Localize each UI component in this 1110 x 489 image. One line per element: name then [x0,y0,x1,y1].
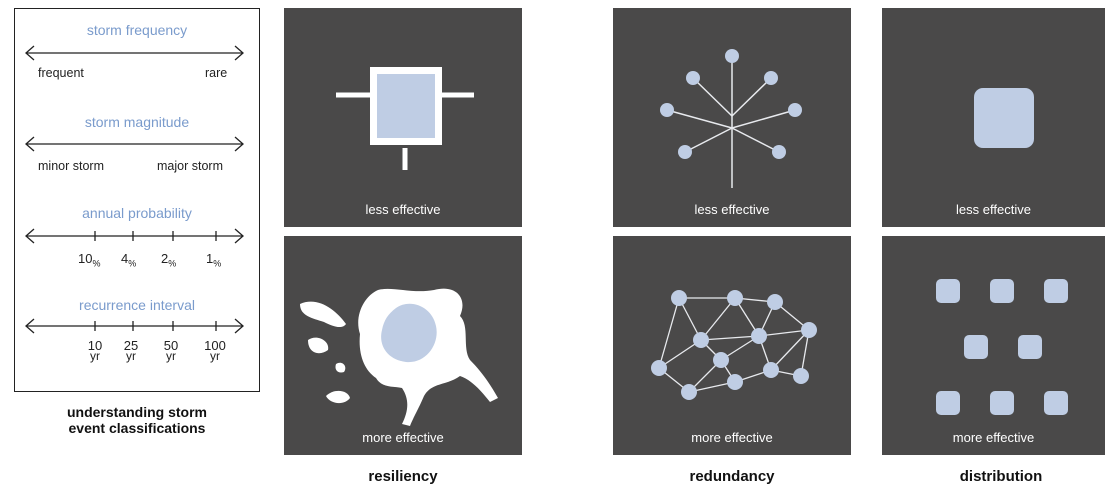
storm-frequency-title: storm frequency [86,22,188,38]
resiliency-less-label: less effective [365,202,441,217]
redundancy-less-shape [660,49,802,188]
prob-tick-1: 1% [206,251,222,269]
recurrence-interval-title: recurrence interval [79,297,195,313]
resiliency-more-panel: more effective [284,236,522,455]
redundancy-more-label: more effective [691,430,773,445]
frequent-label: frequent [38,66,84,80]
prob-tick-4: 4% [121,251,137,269]
redundancy-more-shape [651,290,817,400]
prob-tick-10: 10% [78,251,101,269]
resiliency-less-shape [336,67,474,170]
legend-box [14,8,260,392]
distribution-more-label: more effective [952,430,1035,445]
distribution-more-shape [936,279,1068,415]
resiliency-less-panel: less effective [284,8,522,227]
legend-caption: understanding storm event classification… [66,404,207,436]
resiliency-more-label: more effective [362,430,444,445]
prob-tick-2: 2% [161,251,177,269]
resiliency-title: resiliency [368,468,438,485]
distribution-less-shape [974,88,1034,148]
distribution-less-label: less effective [956,202,1031,217]
annual-probability-title: annual probability [82,205,192,221]
redundancy-title: redundancy [689,468,775,485]
minor-storm-label: minor storm [38,159,104,173]
distribution-title: distribution [959,468,1043,485]
redundancy-less-label: less effective [694,202,770,217]
redundancy-more-panel: more effective [613,236,851,455]
rare-label: rare [205,66,228,80]
major-storm-label: major storm [157,159,223,173]
redundancy-less-panel: less effective [613,8,851,227]
storm-magnitude-title: storm magnitude [84,114,190,130]
resiliency-more-shape [300,288,498,426]
distribution-more-panel: more effective [882,236,1105,455]
legend-arrows [25,45,244,334]
distribution-less-panel: less effective [882,8,1105,227]
